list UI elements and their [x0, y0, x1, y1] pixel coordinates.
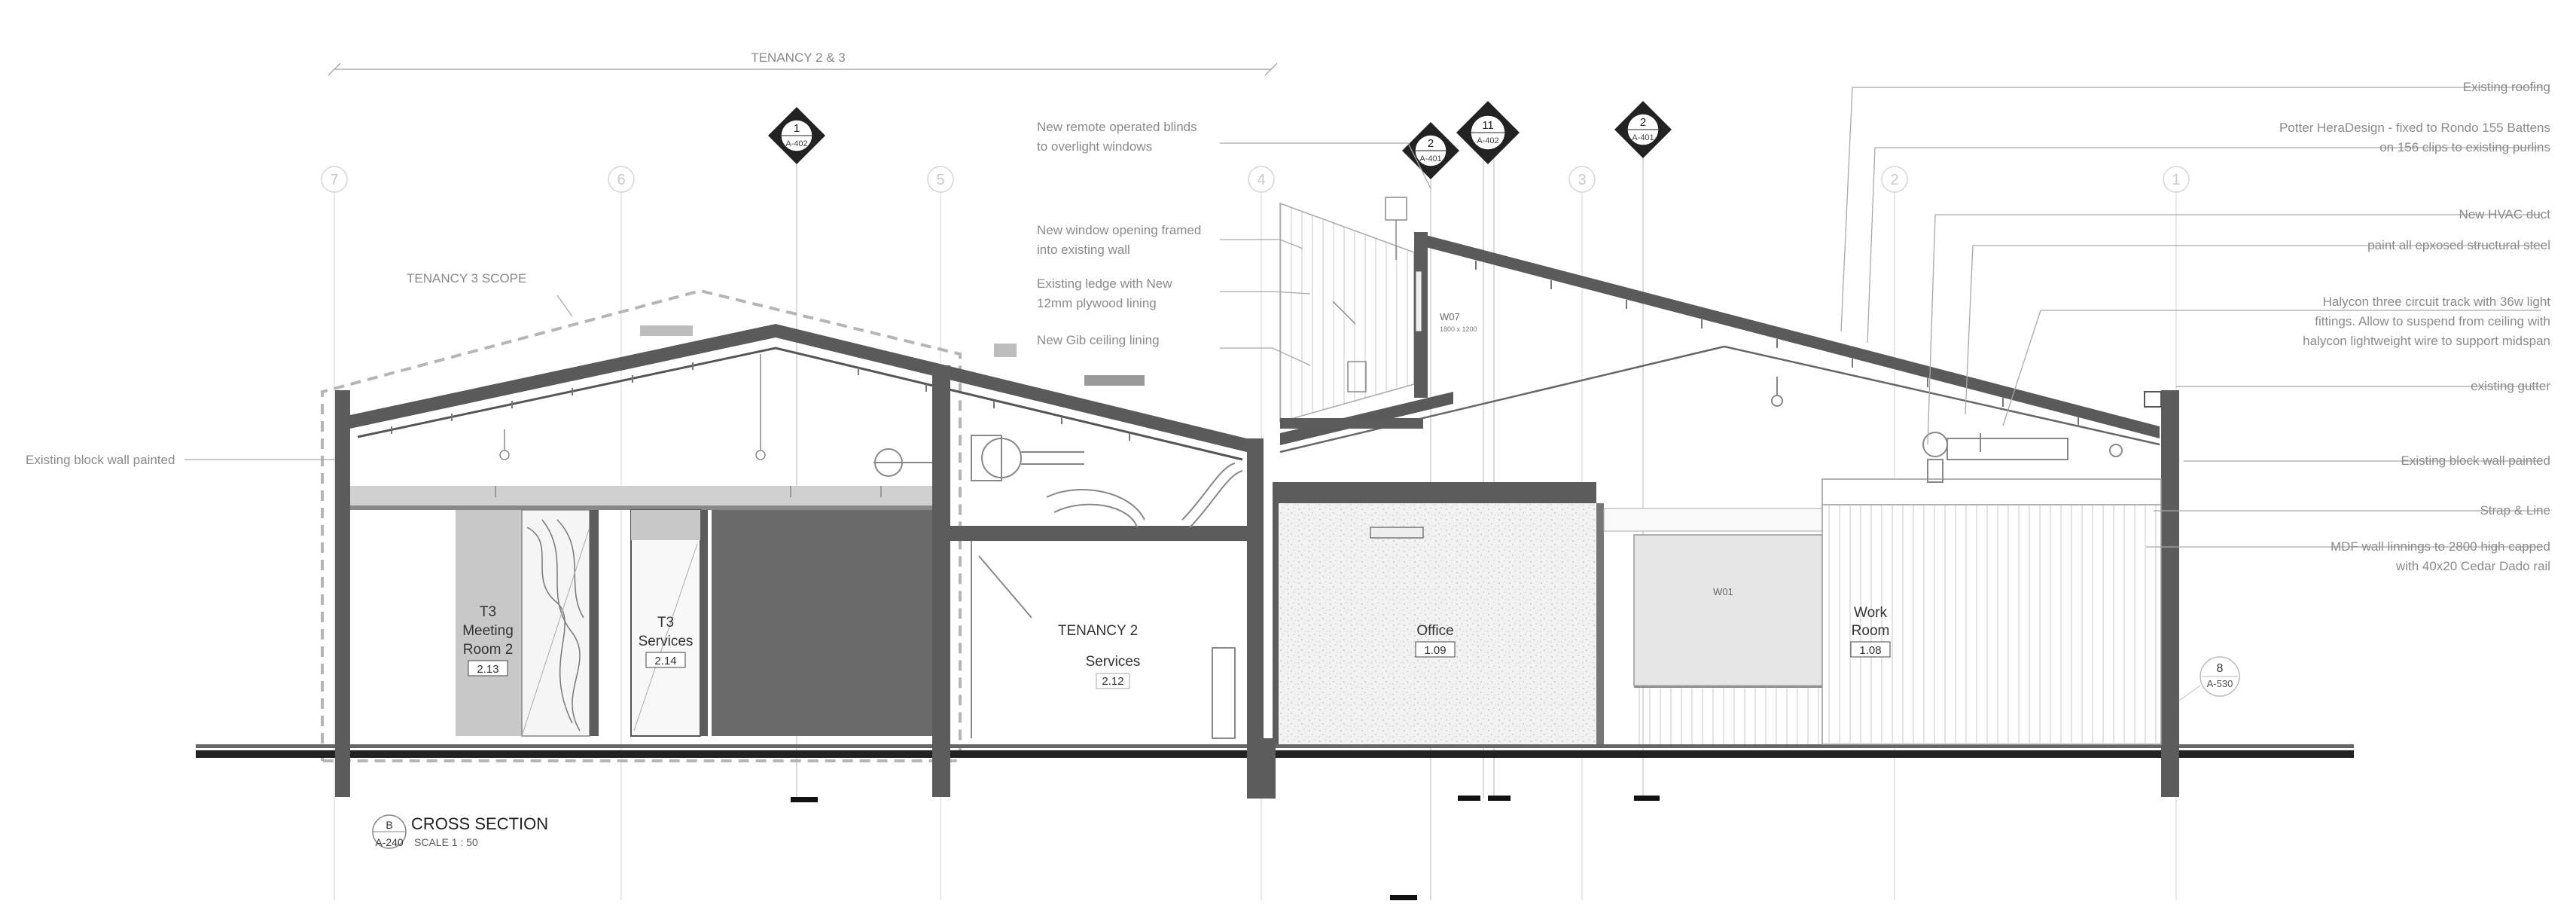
room-tag-office: Office 1.09 — [1415, 623, 1456, 658]
drawing-title: CROSS SECTION — [411, 814, 548, 833]
room-t3-services-number: 2.14 — [654, 655, 676, 667]
right-annotations: Existing roofing Potter HeraDesign - fix… — [2279, 80, 2550, 573]
grid-label-5: 5 — [936, 172, 944, 188]
meeting-room-panel — [456, 509, 590, 737]
room-meeting-line1: T3 — [480, 604, 496, 620]
note-potter-2: on 156 clips to existing purlins — [2379, 140, 2550, 154]
section-marker-2b: 2 A-401 — [1614, 101, 1672, 801]
section-marker-1-number: 1 — [794, 122, 800, 135]
note-left-block-wall: Existing block wall painted — [26, 453, 175, 467]
title-block-number: B — [386, 819, 392, 831]
note-blinds-1: New remote operated blinds — [1037, 120, 1197, 134]
tenancy-dimension-label: TENANCY 2 & 3 — [751, 50, 845, 65]
tenancy-dimension-line — [328, 63, 1278, 76]
room-tag-work-room: Work Room 1.08 — [1850, 605, 1891, 658]
window-w07-size: 1800 x 1200 — [1440, 325, 1477, 333]
room-office-number: 1.09 — [1424, 644, 1446, 657]
elevation-marker-8: 8 A-530 — [2178, 656, 2240, 701]
clerestory-window — [1279, 197, 1428, 429]
window-w07-label: W07 — [1440, 311, 1460, 322]
left-roof — [346, 324, 1256, 461]
note-potter-1: Potter HeraDesign - fixed to Rondo 155 B… — [2279, 121, 2550, 135]
grid-label-6: 6 — [617, 172, 625, 188]
window-w01 — [1603, 508, 1831, 744]
room-meeting-line2: Meeting — [462, 623, 514, 639]
note-strap-line: Strap & Line — [2480, 503, 2550, 518]
room-tag-meeting-room: T3 Meeting Room 2 2.13 — [462, 604, 514, 676]
grid-label-4: 4 — [1257, 172, 1265, 188]
room-t3-services-line1: T3 — [657, 615, 674, 631]
note-window-opening-2: into existing wall — [1037, 243, 1130, 257]
note-halycon-3: halycon lightweight wire to support mids… — [2303, 334, 2550, 348]
note-hvac-duct: New HVAC duct — [2459, 207, 2550, 221]
note-gib-ceiling: New Gib ceiling lining — [1037, 333, 1160, 347]
note-window-opening-1: New window opening framed — [1037, 223, 1201, 237]
grid-label-2: 2 — [1890, 172, 1898, 188]
note-halycon-2: fittings. Allow to suspend from ceiling … — [2315, 314, 2550, 328]
note-existing-roofing: Existing roofing — [2463, 80, 2550, 94]
grid-bubbles — [321, 166, 2190, 193]
note-ledge-1: Existing ledge with New — [1037, 276, 1172, 291]
pendant-lights-left — [495, 354, 882, 497]
note-paint-steel: paint all epxosed structural steel — [2367, 238, 2550, 252]
dark-partition-wall — [712, 510, 932, 736]
section-marker-2b-number: 2 — [1640, 116, 1646, 129]
section-marker-2a-number: 2 — [1428, 137, 1434, 150]
tenancy-3-scope-label: TENANCY 3 SCOPE — [407, 271, 526, 286]
right-structure — [1259, 390, 2179, 799]
room-work-line2: Room — [1852, 623, 1890, 639]
grid-label-7: 7 — [330, 172, 338, 188]
section-marker-11-sheet: A-402 — [1477, 136, 1498, 145]
title-block-sheet: A-240 — [375, 836, 404, 848]
office-speckled-wall — [1279, 503, 1596, 744]
section-marker-2a-sheet: A-401 — [1419, 154, 1441, 163]
window-w07-tag: W07 1800 x 1200 — [1440, 311, 1477, 333]
room-tenancy-2-line1: TENANCY 2 — [1058, 623, 1138, 639]
hvac-duct-and-fittings — [1771, 377, 2123, 483]
note-blinds-2: to overlight windows — [1037, 139, 1152, 154]
window-w01-label: W01 — [1713, 586, 1733, 597]
room-work-line1: Work — [1854, 605, 1887, 621]
grid-label-3: 3 — [1578, 172, 1586, 188]
note-ledge-2: 12mm plywood lining — [1037, 296, 1157, 310]
section-marker-11-number: 11 — [1482, 119, 1494, 132]
section-marker-1-sheet: A-402 — [785, 139, 807, 148]
work-room-wall — [1821, 478, 2162, 745]
room-tag-tenancy-2-services: TENANCY 2 Services 2.12 — [1058, 623, 1141, 689]
grid-label-1: 1 — [2172, 172, 2180, 188]
left-services-ducts — [873, 435, 1243, 739]
section-marker-2b-sheet: A-401 — [1632, 133, 1654, 142]
room-tenancy-2-number: 2.12 — [1102, 675, 1123, 688]
room-meeting-number: 2.13 — [477, 663, 498, 676]
room-tag-t3-services: T3 Services 2.14 — [639, 615, 694, 668]
note-mdf-2: with 40x20 Cedar Dado rail — [2395, 559, 2550, 573]
drawing-scale: SCALE 1 : 50 — [414, 836, 478, 848]
services-room-panel — [590, 509, 708, 737]
elevation-marker-sheet: A-530 — [2207, 678, 2233, 689]
note-mdf-1: MDF wall linnings to 2800 high capped — [2331, 539, 2550, 554]
room-office-name: Office — [1416, 623, 1453, 639]
note-right-block-wall: Existing block wall painted — [2401, 454, 2550, 468]
left-structure — [335, 365, 1264, 799]
room-meeting-line3: Room 2 — [463, 642, 514, 658]
leader-lines — [184, 87, 2541, 548]
note-existing-gutter: existing gutter — [2471, 379, 2550, 393]
elevation-marker-number: 8 — [2217, 662, 2224, 675]
left-annotations: New remote operated blinds to overlight … — [26, 120, 1201, 467]
note-halycon-1: Halycon three circuit track with 36w lig… — [2323, 295, 2551, 309]
office-light-fitting — [1370, 527, 1424, 539]
room-t3-services-line2: Services — [639, 634, 694, 649]
room-tenancy-2-line2: Services — [1086, 654, 1141, 670]
drawing-title-block: B A-240 CROSS SECTION SCALE 1 : 50 — [372, 814, 548, 849]
room-work-number: 1.08 — [1859, 644, 1881, 657]
